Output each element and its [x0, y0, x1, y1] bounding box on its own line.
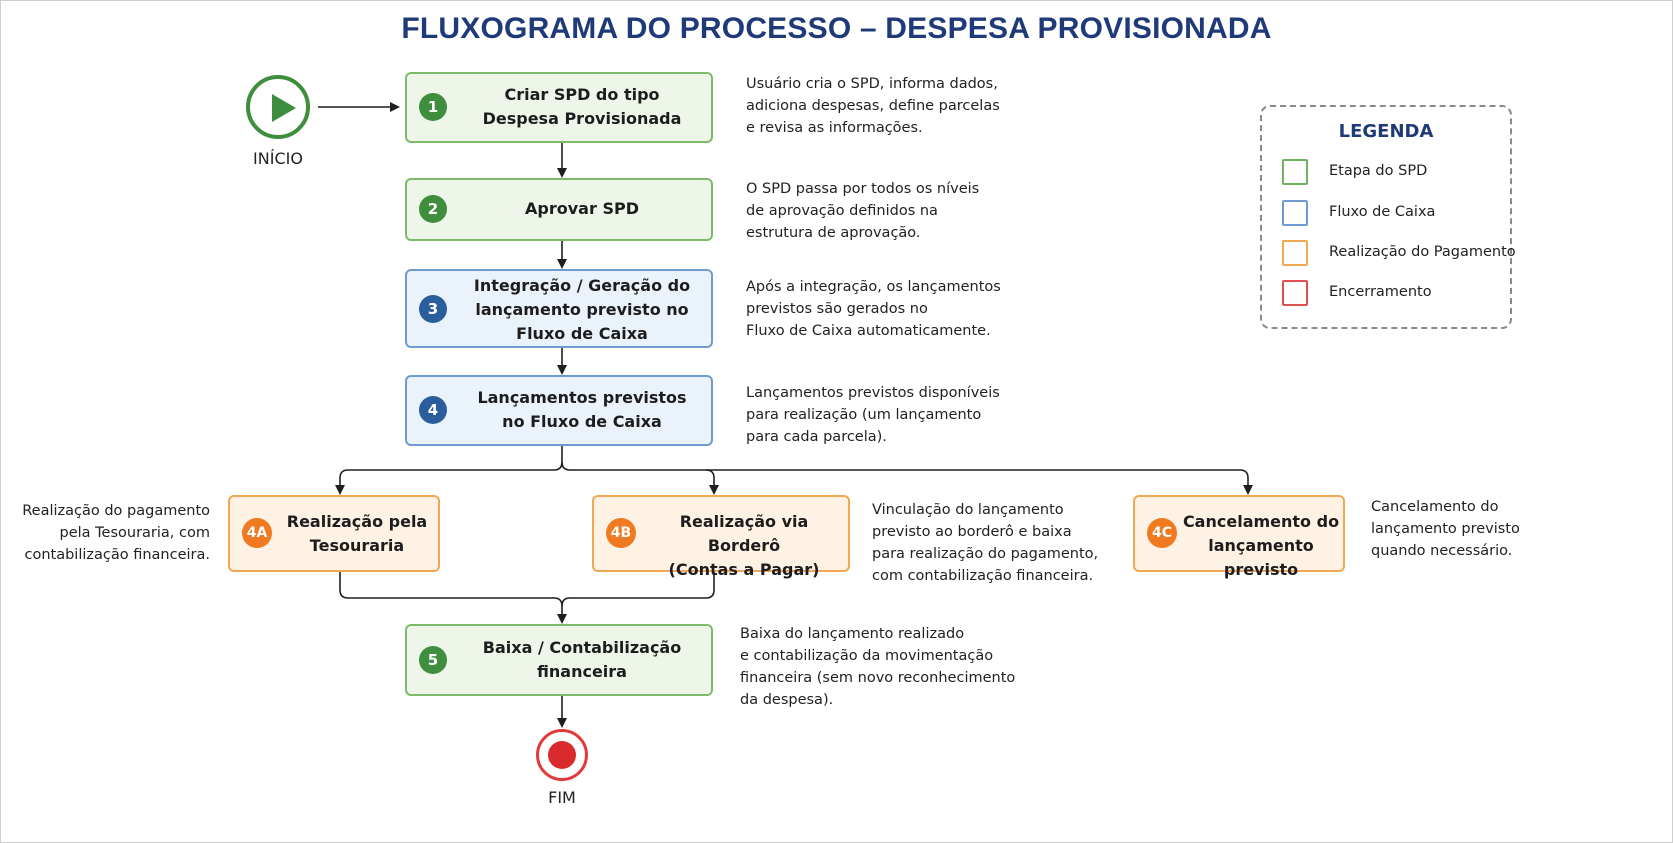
step-1-box: 1 Criar SPD do tipo Despesa Provisionada: [405, 72, 713, 143]
branch-4-split: [335, 446, 563, 495]
start-node: [246, 75, 310, 139]
step-5-badge: 5: [419, 646, 447, 674]
step-4c-badge: 4C: [1147, 518, 1177, 548]
legend-item-payment: Realização do Pagamento: [1282, 240, 1516, 268]
step-4a-badge: 4A: [242, 518, 272, 548]
legend-swatch-red: [1282, 280, 1308, 306]
end-node: [536, 729, 588, 781]
legend-item-closing: Encerramento: [1282, 280, 1502, 308]
step-2-box: 2 Aprovar SPD: [405, 178, 713, 241]
legend-item-cash-flow: Fluxo de Caixa: [1282, 200, 1502, 228]
branch-4-to-4b: [561, 461, 719, 495]
end-label: FIM: [548, 788, 576, 807]
step-4-description: Lançamentos previstos disponíveis para r…: [746, 385, 1000, 445]
step-2-label: Aprovar SPD: [525, 199, 639, 218]
branch-4-to-4c: [706, 469, 1253, 495]
step-5-box: 5 Baixa / Contabilização financeira: [405, 624, 713, 696]
step-4a-description: Realização do pagamento pela Tesouraria,…: [22, 503, 210, 563]
step-4c-box: 4C Cancelamento do lançamento previsto: [1133, 495, 1345, 579]
step-4-label: Lançamentos previstos no Fluxo de Caixa: [477, 388, 687, 431]
legend-label: Encerramento: [1329, 284, 1432, 300]
step-5-description: Baixa do lançamento realizado e contabil…: [740, 626, 1016, 708]
step-4a-label: Realização pela Tesouraria: [286, 512, 428, 555]
step-5-label: Baixa / Contabilização financeira: [482, 638, 682, 681]
step-3-label: Integração / Geração do lançamento previ…: [473, 276, 691, 343]
step-4a-box: 4A Realização pela Tesouraria: [228, 495, 440, 572]
legend-swatch-green: [1282, 159, 1308, 185]
step-3-box: 3 Integração / Geração do lançamento pre…: [405, 269, 713, 348]
step-4-badge: 4: [419, 396, 447, 424]
step-4c-description: Cancelamento do lançamento previsto quan…: [1371, 499, 1520, 559]
step-1-label: Criar SPD do tipo Despesa Provisionada: [482, 85, 682, 128]
step-1-description: Usuário cria o SPD, informa dados, adici…: [746, 76, 1000, 136]
play-icon: [272, 94, 296, 122]
legend-item-spd-step: Etapa do SPD: [1282, 159, 1502, 187]
legend-swatch-orange: [1282, 240, 1308, 266]
step-2-badge: 2: [419, 195, 447, 223]
step-1-badge: 1: [419, 93, 447, 121]
step-4b-label: Realização via Borderô (Contas a Pagar): [668, 512, 820, 579]
legend-box: LEGENDA Etapa do SPD Fluxo de Caixa Real…: [1260, 105, 1516, 329]
step-3-description: Após a integração, os lançamentos previs…: [746, 279, 1001, 339]
step-4b-box: 4B Realização via Borderô (Contas a Paga…: [592, 495, 850, 579]
legend-label: Etapa do SPD: [1329, 163, 1428, 179]
stop-icon: [548, 741, 576, 769]
legend-label: Fluxo de Caixa: [1329, 204, 1436, 220]
legend-swatch-blue: [1282, 200, 1308, 226]
diagram-title: FLUXOGRAMA DO PROCESSO – DESPESA PROVISI…: [401, 12, 1272, 45]
step-4-box: 4 Lançamentos previstos no Fluxo de Caix…: [405, 375, 713, 446]
step-3-badge: 3: [419, 295, 447, 323]
step-4c-label: Cancelamento do lançamento previsto: [1182, 512, 1340, 579]
step-4b-badge: 4B: [606, 518, 636, 548]
merge-4b-to-5: [561, 572, 715, 607]
step-4b-description: Vinculação do lançamento previsto ao bor…: [872, 502, 1099, 584]
start-label: INÍCIO: [253, 149, 303, 168]
step-2-description: O SPD passa por todos os níveis de aprov…: [746, 181, 980, 241]
merge-4a-to-5: [339, 572, 567, 624]
legend-label: Realização do Pagamento: [1329, 244, 1516, 260]
legend-title: LEGENDA: [1338, 121, 1434, 142]
